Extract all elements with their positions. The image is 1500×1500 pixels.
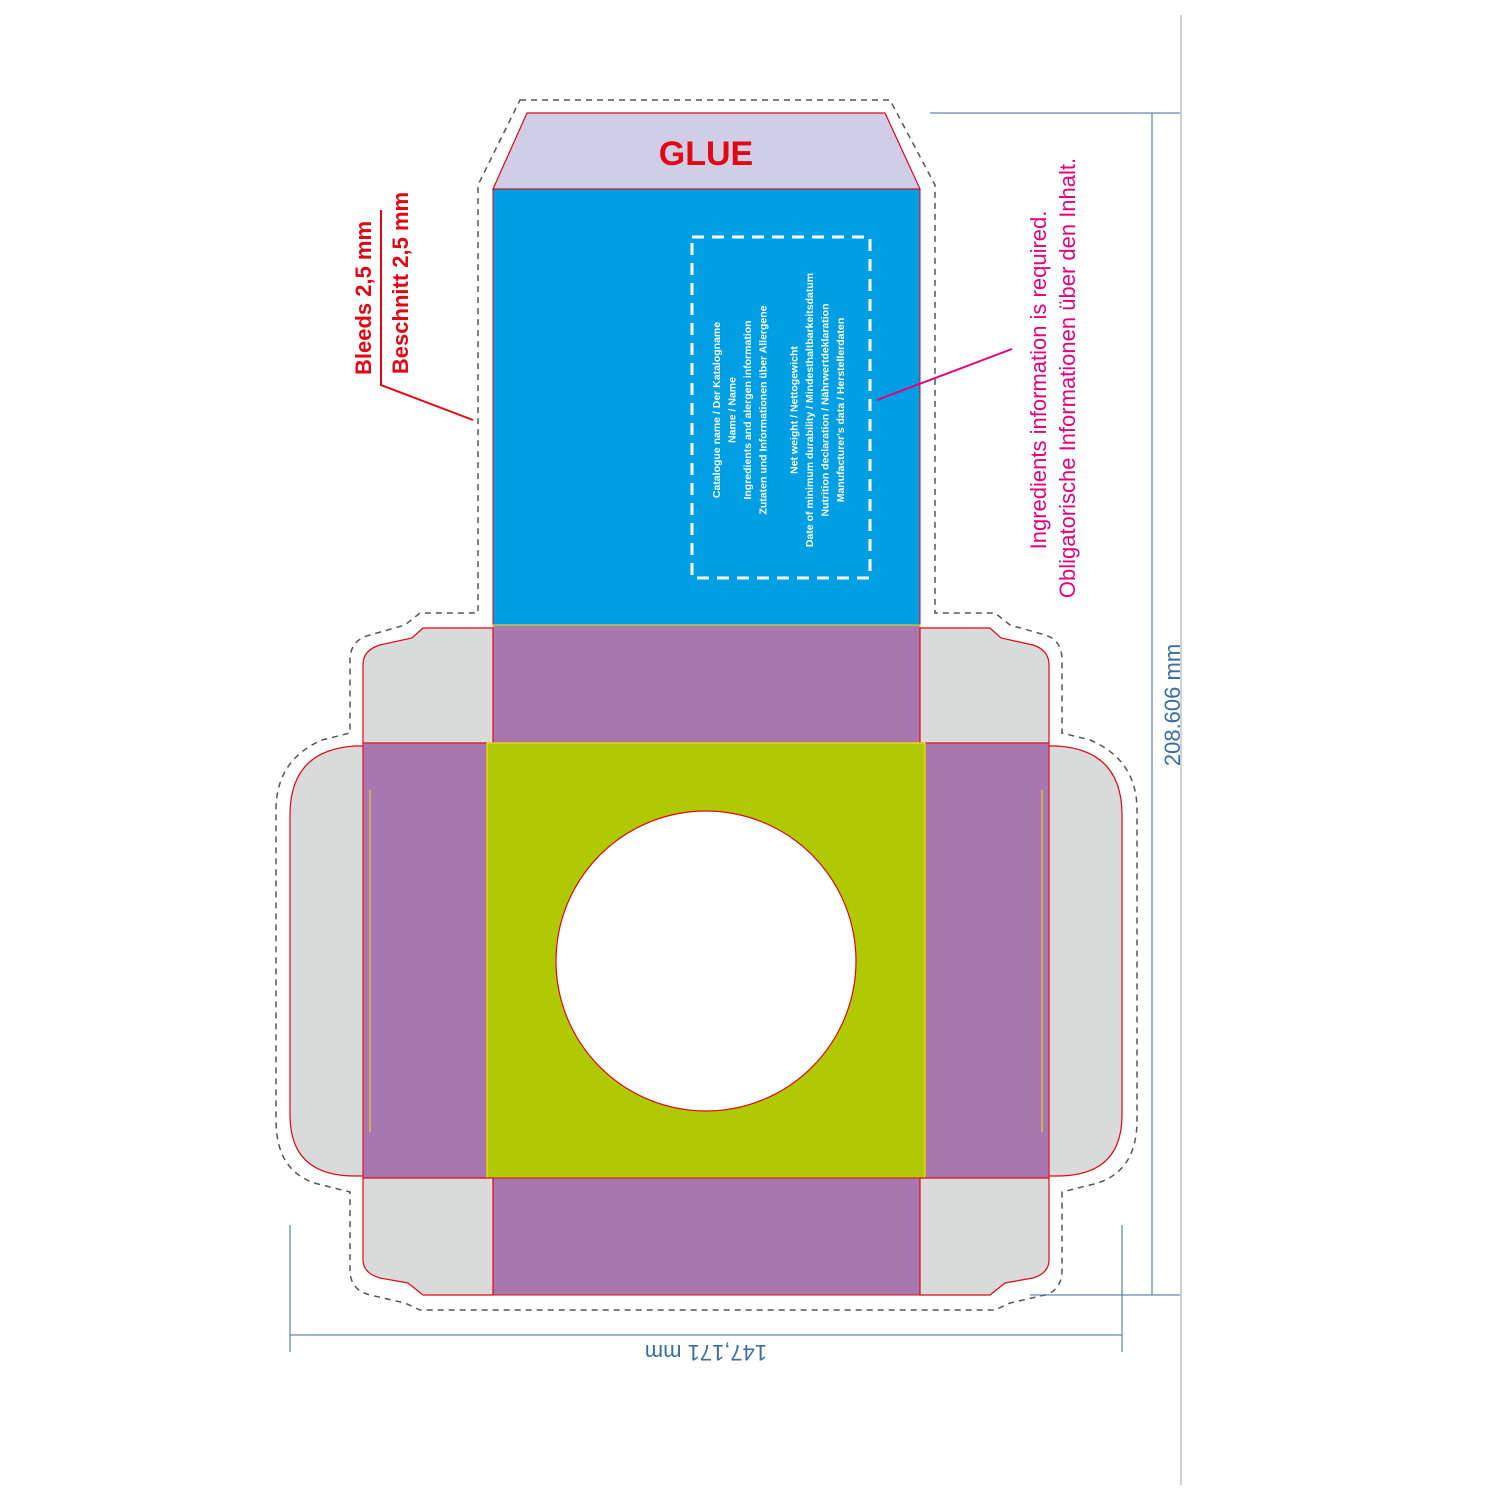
ingredients-note-de: Obligatorische Informationen über den In… [1055,158,1080,598]
info-text-box [690,235,872,580]
height-dimension [930,112,1180,1296]
bleed-leader-line [380,210,474,421]
side-flap-right [1048,745,1123,1177]
beschnitt-label: Beschnitt 2,5 mm [388,192,413,374]
side-flap-left [289,745,364,1177]
window-cutout [555,810,857,1112]
glue-label: GLUE [659,135,753,173]
ingredients-leader-line [876,348,1013,401]
info-text-line: Name / Name [727,377,739,443]
info-text-line: Nutrition declaration / Nährwertdeklarat… [820,304,832,517]
info-text-line: Ingredients and alergen information [742,320,754,499]
info-text-line: Date of minimum durability / Mindesthalt… [804,273,816,547]
corner-flap-bottom-right [919,1177,1050,1296]
side-panel-left [362,742,488,1179]
info-text-line: Zutaten und Informationen über Allergene [758,305,770,514]
lid-panel [492,188,921,626]
info-text-line: Catalogue name / Der Katalogname [711,322,723,498]
corner-flap-top-left [362,627,494,744]
side-panel-right [924,742,1050,1179]
width-dimension-label: 147,171 mm [645,1340,767,1365]
width-dimension [289,1225,1123,1352]
ingredients-note: Ingredients information is required. [1026,211,1051,550]
corner-flap-top-right [919,627,1050,744]
height-dimension-label: 208.606 mm [1160,644,1185,766]
side-panel-top [492,624,921,744]
info-text-line: Manufacturer's data / Herstellerdaten [835,318,847,503]
side-panel-bottom [492,1177,921,1296]
bleed-dashed-outline [275,99,1138,1311]
corner-flap-bottom-left [362,1177,494,1296]
info-text-lines: Catalogue name / Der Katalogname Name / N… [711,273,847,547]
info-text-line: Net weight / Nettogewicht [789,346,801,474]
bleed-label: Bleeds 2,5 mm [351,221,376,375]
